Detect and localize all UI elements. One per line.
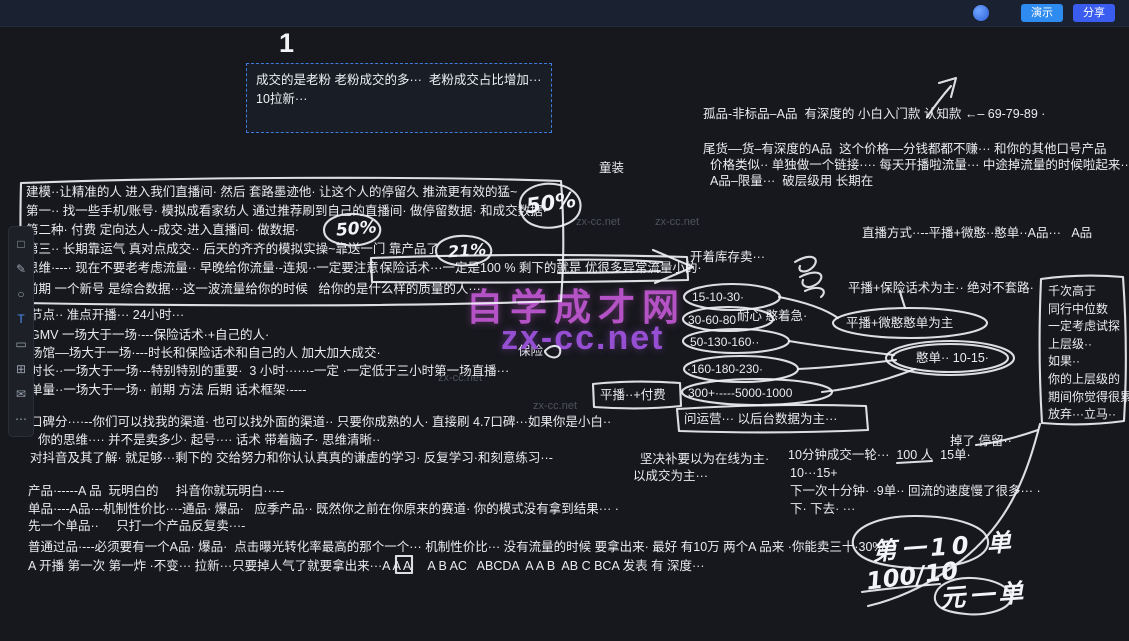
- note-gmv[interactable]: GMV 一场大于一场·---保险话术·+自己的人·: [30, 328, 270, 342]
- note-step2[interactable]: 第二种· 付费 定向达人·-成交·进入直播间· 做数据·: [26, 223, 299, 237]
- note-bubble-soft-orders[interactable]: 憨单·· 10-15·: [916, 351, 989, 365]
- note-product[interactable]: 产品·-----A 品 玩明白的 抖音你就玩明白···--: [28, 484, 285, 498]
- note-one-item-first[interactable]: 先一个单品·· 只打一个产品反复卖···-: [28, 519, 246, 533]
- note-ten-min-2[interactable]: 10···15+: [790, 466, 838, 480]
- sticky-note-tool-icon[interactable]: ▭: [15, 337, 27, 351]
- note-sell-inventory[interactable]: 开着库存卖···: [690, 250, 765, 264]
- note-decide-1[interactable]: 坚决补要以为在线为主·: [640, 452, 770, 466]
- select-tool-icon[interactable]: □: [17, 237, 25, 251]
- note-range-5[interactable]: 300+·----5000-1000: [688, 386, 793, 400]
- handwriting-yuan-per-order[interactable]: 元一单: [939, 577, 1029, 613]
- note-bubble-flat-soft[interactable]: 平播+微憨憨单为主: [846, 316, 954, 330]
- faint-watermark: zx-cc.net: [438, 372, 483, 384]
- share-button[interactable]: 分享: [1073, 4, 1115, 22]
- note-decide-2[interactable]: 以成交为主···: [633, 469, 708, 483]
- note-rare-items[interactable]: 孤品-非标品–A品 有深度的 小白入门款 认知款 ←– 69-79-89 ·: [703, 107, 1046, 121]
- note-flat-broadcast[interactable]: 平播+保险话术为主·· 绝对不套路·: [848, 281, 1034, 295]
- note-ten-min-3[interactable]: 下一次十分钟· ·9单·· 回流的速度慢了很多··· ·: [790, 484, 1041, 498]
- page-number[interactable]: 1: [279, 28, 295, 58]
- left-toolbar: □ ✎ ○ T ▭ ⊞ ✉ ⋯: [8, 226, 34, 437]
- note-modeling[interactable]: 建模··让精准的人 进入我们直播间· 然后 套路墨迹他· 让这个人的停留久 推流…: [26, 185, 518, 199]
- more-tool-icon[interactable]: ⋯: [15, 412, 27, 426]
- handwriting-21pct[interactable]: 21%: [447, 239, 487, 262]
- note-douyin-learning[interactable]: 对抖音及其了解· 就足够···剩下的 交给努力和你认认真真的谦虚的学习· 反复学…: [30, 451, 553, 465]
- faint-watermark: zx-cc.net: [576, 216, 621, 228]
- sticky-line: 10拉新···: [256, 92, 308, 107]
- handwriting-50pct-mid[interactable]: 50%: [335, 217, 378, 241]
- pen-tool-icon[interactable]: ✎: [15, 262, 27, 276]
- note-cpm-box[interactable]: 千次高于 同行中位数 一定考虑试探 上层级·· 如果·· 你的上层级的 期间你觉…: [1048, 284, 1129, 422]
- table-tool-icon[interactable]: ⊞: [15, 362, 27, 376]
- note-range-3[interactable]: 50-130-160··: [690, 335, 760, 349]
- comment-tool-icon[interactable]: ✉: [15, 387, 27, 401]
- topbar: 演示 分享: [0, 0, 1129, 27]
- note-paid-box[interactable]: 平播··+付费: [600, 388, 666, 402]
- handwriting-50pct-big[interactable]: 50%: [524, 187, 578, 219]
- note-duration[interactable]: 时长··一场大于一场·--特别特别的重要· 3 小时······-一定 ·一定低…: [30, 364, 510, 378]
- note-step3[interactable]: 第三·· 长期靠运气 真对点成交·· 后天的齐齐的模拟实操~靠送一门 靠产品了: [26, 242, 439, 256]
- note-range-1[interactable]: 15-10-30·: [692, 290, 745, 304]
- note-schedule[interactable]: 节点·· 准点开播··· 24小时···: [30, 308, 185, 322]
- note-ten-min-1[interactable]: 10分钟成交一轮··· 100 人 15单·: [788, 448, 971, 462]
- note-patience[interactable]: 耐心 憨着急·: [737, 309, 808, 323]
- note-single-item[interactable]: 单品·---A品·--机制性价比···-通品· 爆品· 应季产品·· 既然你之前…: [28, 502, 619, 516]
- note-price-similar[interactable]: 价格类似·· 单独做一个链接···· 每天开播啦流量··· 中途掉流量的时候啦起…: [710, 158, 1129, 172]
- text-tool-icon[interactable]: T: [17, 312, 25, 326]
- note-range-2[interactable]: 30-60-80: [688, 313, 737, 327]
- selected-text-block[interactable]: 成交的是老粉 老粉成交的多··· 老粉成交占比增加··· 10拉新···: [246, 63, 552, 133]
- note-thinking[interactable]: 你的思维···· 并不是卖多少· 起号···· 话术 带着脑子· 思维清晰··: [38, 433, 381, 447]
- note-ten-min-4[interactable]: 下· 下去· ···: [790, 502, 856, 516]
- note-insurance-script[interactable]: 保险话术···一定是100 % 剩下的就是 优很多异常流量小的·: [380, 261, 702, 275]
- note-range-4[interactable]: ·160-180-230·: [687, 362, 764, 376]
- note-venue[interactable]: 场馆––场大于一场·---时长和保险话术和自己的人 加大加大成交·: [30, 346, 381, 360]
- note-tail-goods[interactable]: 尾货––货–有深度的A品 这个价格––分钱都都不赚··· 和你的其他口号产品: [703, 142, 1107, 156]
- faint-watermark: zx-cc.net: [533, 400, 578, 412]
- note-reputation[interactable]: 口碑分····--你们可以找我的渠道· 也可以找外面的渠道·· 只要你成熟的人·…: [30, 415, 612, 429]
- note-broadcast-mode[interactable]: 直播方式··--平播+微憨··憨单··A品··· A品: [862, 226, 1093, 240]
- note-a-limited[interactable]: A品–限量··· 破层级用 长期在: [710, 174, 874, 188]
- faint-watermark: zx-cc.net: [655, 216, 700, 228]
- note-dropped[interactable]: 掉了 停留··: [950, 434, 1012, 448]
- shape-tool-icon[interactable]: ○: [17, 287, 25, 301]
- note-early-stage[interactable]: 前期 一个新号 是综合数据···这一波流量给你的时候 给你的是什么样的质量的人·…: [26, 282, 481, 296]
- note-mindset[interactable]: 思维·---· 现在不要老考虑流量·· 早晚给你流量·-连规··一定要注意·: [26, 261, 383, 275]
- sticky-line: 成交的是老粉 老粉成交的多··· 老粉成交占比增加···: [256, 73, 542, 87]
- note-order-volume[interactable]: 单量··一场大于一场·· 前期 方法 后期 话术框架·----: [30, 383, 307, 397]
- note-step1[interactable]: 第一·· 找一些手机/账号· 模拟成看家纺人 通过推荐刷到自己的直播间· 做停留…: [26, 204, 547, 218]
- note-a-launch[interactable]: A 开播 第一次 第一炸 ·不变··· 拉新···只要掉人气了就要拿出来···A…: [28, 559, 705, 573]
- note-common-items[interactable]: 普通过品·---必须要有一个A品· 爆品· 点击曝光转化率最高的那个一个··· …: [28, 540, 888, 554]
- watermark-url: zx-cc.net: [501, 319, 665, 357]
- user-avatar[interactable]: [973, 5, 989, 21]
- note-insurance-word[interactable]: 保险: [518, 344, 544, 358]
- note-ops-box[interactable]: 问运营··· 以后台数据为主···: [684, 412, 838, 426]
- present-button[interactable]: 演示: [1021, 4, 1063, 22]
- note-childwear[interactable]: 童装: [599, 161, 625, 175]
